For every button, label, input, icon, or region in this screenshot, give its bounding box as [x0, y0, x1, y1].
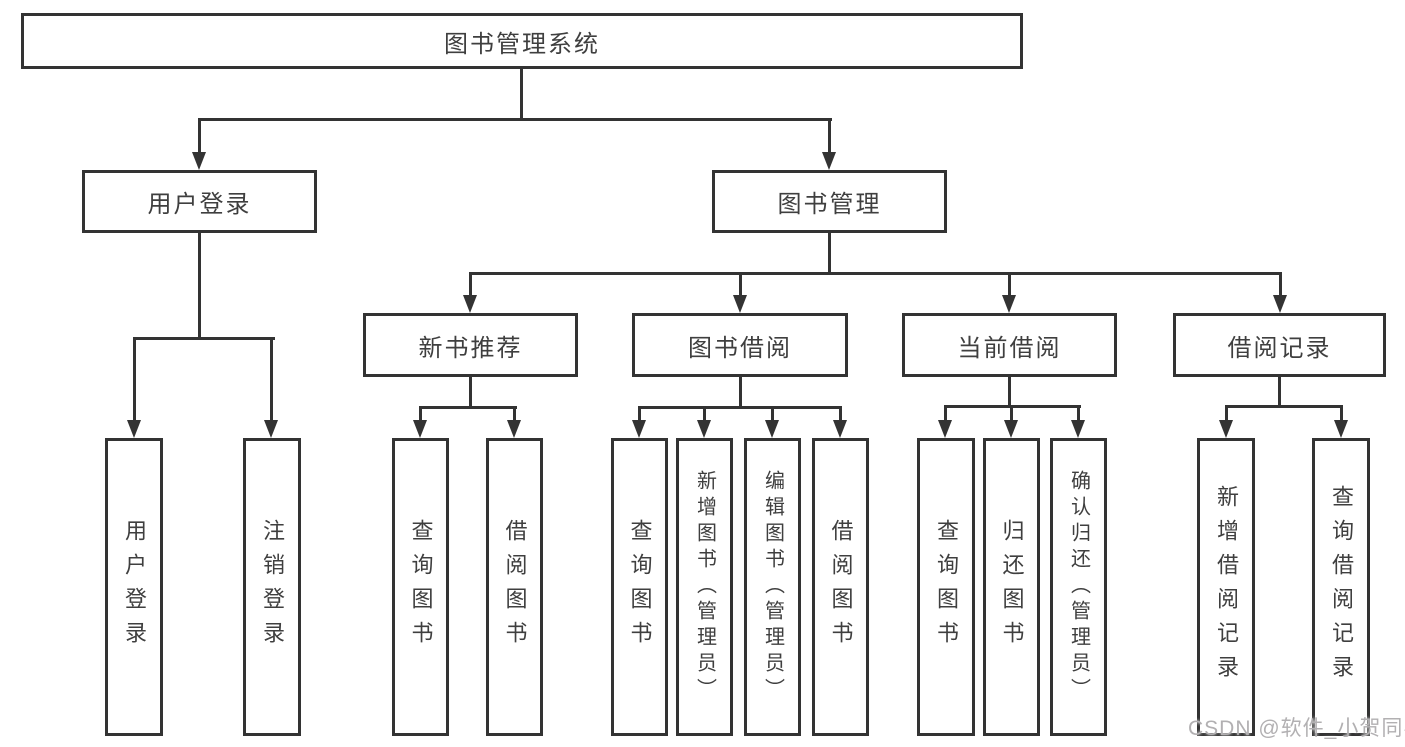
leaf-query-borrow-record: 查询借阅记录 [1312, 438, 1370, 736]
connector-line [828, 118, 831, 153]
node-label: 归还图书 [999, 519, 1025, 655]
leaf-query-books: 查询图书 [917, 438, 975, 736]
connector-line [419, 406, 422, 421]
connector-line [739, 272, 742, 296]
arrow-down-icon [1273, 295, 1287, 313]
node-label: 借阅图书 [828, 519, 854, 655]
connector-line [133, 337, 275, 340]
connector-line [1008, 377, 1011, 408]
connector-line [771, 406, 774, 421]
connector-line [1340, 405, 1343, 421]
arrow-down-icon [938, 420, 952, 438]
connector-line [1010, 405, 1013, 421]
connector-line [839, 406, 842, 421]
arrow-down-icon [822, 152, 836, 170]
node-label: 编辑图书（管理员） [761, 470, 784, 704]
node-label: 图书借阅 [688, 334, 792, 362]
arrow-down-icon [697, 420, 711, 438]
connector-line [828, 233, 831, 275]
connector-line [703, 406, 706, 421]
leaf-query-books: 查询图书 [611, 438, 668, 736]
arrow-down-icon [1071, 420, 1085, 438]
node-label: 图书管理系统 [444, 30, 600, 58]
node-user-login: 用户登录 [82, 170, 317, 233]
connector-line [1008, 272, 1011, 296]
connector-line [469, 377, 472, 409]
leaf-add-book-admin: 新增图书（管理员） [676, 438, 733, 736]
connector-line [513, 406, 516, 421]
connector-line [520, 68, 523, 121]
node-label: 查询借阅记录 [1329, 485, 1354, 689]
node-label: 图书管理 [777, 191, 882, 218]
leaf-query-books: 查询图书 [392, 438, 449, 736]
leaf-edit-book-admin: 编辑图书（管理员） [744, 438, 801, 736]
node-label: 查询图书 [627, 519, 653, 655]
arrow-down-icon [192, 152, 206, 170]
node-label: 借阅图书 [502, 519, 528, 655]
leaf-add-borrow-record: 新增借阅记录 [1197, 438, 1255, 736]
connector-line [198, 118, 201, 153]
connector-line [270, 337, 273, 421]
connector-line [1279, 272, 1282, 296]
connector-line [419, 406, 517, 409]
node-library-management-system: 图书管理系统 [21, 13, 1023, 69]
node-label: 借阅记录 [1227, 334, 1332, 362]
arrow-down-icon [1002, 295, 1016, 313]
node-new-book-recommendation: 新书推荐 [363, 313, 578, 377]
leaf-return-books: 归还图书 [983, 438, 1040, 736]
leaf-user-login: 用户登录 [105, 438, 163, 736]
arrow-down-icon [413, 420, 427, 438]
connector-line [133, 337, 136, 421]
arrow-down-icon [765, 420, 779, 438]
connector-line [1225, 405, 1343, 408]
csdn-watermark: CSDN @软件_小贺同学 [1188, 717, 1405, 740]
node-book-management: 图书管理 [712, 170, 947, 233]
node-label: 新增图书（管理员） [693, 470, 716, 704]
node-label: 注销登录 [260, 519, 285, 655]
node-label: 新书推荐 [418, 334, 523, 362]
connector-line [1278, 377, 1281, 408]
connector-line [198, 233, 201, 340]
connector-line [739, 377, 742, 409]
connector-line [469, 272, 1282, 275]
node-book-borrowing: 图书借阅 [632, 313, 848, 377]
connector-line [1225, 405, 1228, 421]
leaf-borrow-books: 借阅图书 [486, 438, 543, 736]
arrow-down-icon [507, 420, 521, 438]
arrow-down-icon [127, 420, 141, 438]
node-borrowing-records: 借阅记录 [1173, 313, 1386, 377]
arrow-down-icon [463, 295, 477, 313]
arrow-down-icon [264, 420, 278, 438]
leaf-borrow-books: 借阅图书 [812, 438, 869, 736]
node-current-borrowing: 当前借阅 [902, 313, 1117, 377]
connector-line [1077, 405, 1080, 421]
arrow-down-icon [632, 420, 646, 438]
node-label: 查询图书 [408, 519, 434, 655]
node-label: 用户登录 [147, 191, 252, 218]
arrow-down-icon [1004, 420, 1018, 438]
connector-line [638, 406, 641, 421]
connector-line [944, 405, 947, 421]
node-label: 用户登录 [122, 519, 147, 655]
arrow-down-icon [733, 295, 747, 313]
arrow-down-icon [1334, 420, 1348, 438]
connector-line [198, 118, 832, 121]
node-label: 确认归还（管理员） [1067, 470, 1090, 704]
node-label: 新增借阅记录 [1214, 485, 1239, 689]
connector-line [638, 406, 842, 409]
connector-line [469, 272, 472, 296]
node-label: 当前借阅 [957, 334, 1062, 362]
leaf-confirm-return-admin: 确认归还（管理员） [1050, 438, 1107, 736]
arrow-down-icon [833, 420, 847, 438]
node-label: 查询图书 [934, 519, 959, 655]
leaf-logout: 注销登录 [243, 438, 301, 736]
arrow-down-icon [1219, 420, 1233, 438]
